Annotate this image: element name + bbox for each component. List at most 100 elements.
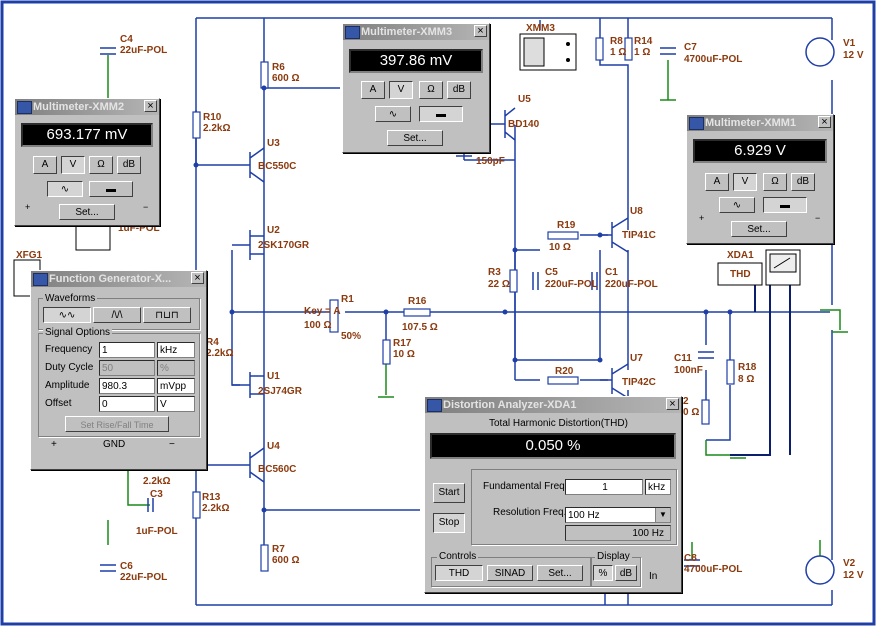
xmm3-titlebar[interactable]: Multimeter-XMM3× <box>343 24 489 40</box>
xmm2-ohm-button[interactable]: Ω <box>89 156 113 174</box>
xda-set-button[interactable]: Set... <box>537 565 583 581</box>
frequency-unit-select[interactable]: kHz <box>157 342 195 358</box>
label-c2-value: 1uF-POL <box>118 223 160 234</box>
xmm1-display: 6.929 V <box>693 139 827 163</box>
sinad-mode-button[interactable]: SINAD <box>487 565 533 581</box>
ac-wave-icon: ∿ <box>732 200 742 211</box>
display-label: Display <box>595 551 632 562</box>
amplitude-input[interactable]: 980.3 <box>99 378 155 394</box>
xmm1-voltmeter-button[interactable]: V <box>733 173 757 191</box>
fgen-plus-terminal: + <box>51 439 57 450</box>
label-c6-value: 22uF-POL <box>120 572 167 583</box>
duty-cycle-input[interactable]: 50 <box>99 360 155 376</box>
xmm2-set-button[interactable]: Set... <box>59 204 115 220</box>
xmm3-ohm-button[interactable]: Ω <box>419 81 443 99</box>
label-r6: R6 <box>272 62 285 73</box>
label-c6: C6 <box>120 561 133 572</box>
xda-titlebar[interactable]: Distortion Analyzer-XDA1× <box>425 397 681 413</box>
xmm1-ammeter-button[interactable]: A <box>705 173 729 191</box>
chevron-down-icon[interactable]: ▼ <box>655 508 670 522</box>
waveforms-group <box>38 298 200 330</box>
label-u4: U4 <box>267 441 280 452</box>
close-button[interactable]: × <box>144 100 157 112</box>
label-v2: V2 <box>843 558 856 569</box>
close-button[interactable]: × <box>666 398 679 410</box>
fundamental-freq-unit[interactable]: kHz <box>645 479 671 495</box>
xmm1-titlebar[interactable]: Multimeter-XMM1× <box>687 115 833 131</box>
xmm3-ammeter-button[interactable]: A <box>361 81 385 99</box>
thd-mode-button[interactable]: THD <box>435 565 483 581</box>
window-icon <box>17 101 32 114</box>
label-v2-value: 12 V <box>843 570 864 581</box>
xmm3-dc-button[interactable]: ▬ <box>419 106 463 122</box>
label-thd: THD <box>730 269 751 280</box>
label-r7: R7 <box>272 544 285 555</box>
resolution-freq-select[interactable]: 100 Hz▼ <box>565 507 671 523</box>
xmm2-voltmeter-button[interactable]: V <box>61 156 85 174</box>
label-r18: R18 <box>738 362 757 373</box>
controls-label: Controls <box>437 551 479 562</box>
xmm1-dc-button[interactable]: ▬ <box>763 197 807 213</box>
xmm3-ac-button[interactable]: ∿ <box>375 106 411 122</box>
frequency-input[interactable]: 1 <box>99 342 155 358</box>
dc-line-icon: ▬ <box>106 184 116 195</box>
function-generator-window[interactable]: Function Generator-X...× Waveforms ∿∿ /\… <box>30 270 207 470</box>
close-button[interactable]: × <box>474 25 487 37</box>
offset-input[interactable]: 0 <box>99 396 155 412</box>
amplitude-unit-select[interactable]: mVpp <box>157 378 195 394</box>
label-r12-value: 2.2kΩ <box>143 476 170 487</box>
label-r8-value: 1 Ω <box>610 47 626 58</box>
ac-wave-icon: ∿ <box>388 109 398 120</box>
fundamental-freq-input[interactable]: 1 <box>565 479 643 495</box>
xmm3-db-button[interactable]: dB <box>447 81 471 99</box>
percent-display-button[interactable]: % <box>593 565 613 581</box>
signal-options-label: Signal Options <box>43 327 113 338</box>
xmm1-db-button[interactable]: dB <box>791 173 815 191</box>
triangle-wave-icon: /\/\ <box>111 310 123 321</box>
fgen-titlebar[interactable]: Function Generator-X...× <box>31 271 206 287</box>
label-c4-value: 22uF-POL <box>120 45 167 56</box>
sine-wave-button[interactable]: ∿∿ <box>43 307 91 323</box>
set-rise-fall-button[interactable]: Set Rise/Fall Time <box>65 416 169 432</box>
square-wave-button[interactable]: ⊓⊔⊓ <box>143 307 191 323</box>
xmm2-ac-button[interactable]: ∿ <box>47 181 83 197</box>
label-r10-value: 2.2kΩ <box>203 123 230 134</box>
close-button[interactable]: × <box>191 272 204 284</box>
controls-group <box>431 557 591 587</box>
distortion-analyzer-window[interactable]: Distortion Analyzer-XDA1× Total Harmonic… <box>424 396 682 593</box>
offset-unit-select[interactable]: V <box>157 396 195 412</box>
signal-options-group <box>38 333 200 437</box>
multimeter-xmm2-window[interactable]: Multimeter-XMM2× 693.177 mV A V Ω dB ∿ ▬… <box>14 98 160 226</box>
triangle-wave-button[interactable]: /\/\ <box>93 307 141 323</box>
db-display-button[interactable]: dB <box>615 565 637 581</box>
label-r2-value: 0 Ω <box>683 407 699 418</box>
xmm2-db-button[interactable]: dB <box>117 156 141 174</box>
xmm1-minus-terminal: − <box>815 213 821 223</box>
multimeter-xmm3-window[interactable]: Multimeter-XMM3× 397.86 mV A V Ω dB ∿ ▬ … <box>342 23 490 153</box>
xmm3-set-button[interactable]: Set... <box>387 130 443 146</box>
thd-heading: Total Harmonic Distortion(THD) <box>489 418 628 429</box>
label-xda1: XDA1 <box>727 250 754 261</box>
xmm3-voltmeter-button[interactable]: V <box>389 81 413 99</box>
label-xfg1: XFG1 <box>16 250 43 261</box>
xmm2-ammeter-button[interactable]: A <box>33 156 57 174</box>
waveforms-label: Waveforms <box>43 293 98 304</box>
xmm2-titlebar[interactable]: Multimeter-XMM2× <box>15 99 159 115</box>
label-r7-value: 600 Ω <box>272 555 299 566</box>
label-u8-value: TIP41C <box>622 230 656 241</box>
label-c11: C11 <box>674 353 692 364</box>
xmm2-dc-button[interactable]: ▬ <box>89 181 133 197</box>
wires-probe <box>730 285 791 456</box>
ac-wave-icon: ∿ <box>60 184 70 195</box>
resolution-freq-label: Resolution Freq. <box>493 507 567 518</box>
start-button[interactable]: Start <box>433 483 465 503</box>
xmm1-set-button[interactable]: Set... <box>731 221 787 237</box>
label-u2-value: 2SK170GR <box>258 240 310 251</box>
xmm1-ac-button[interactable]: ∿ <box>719 197 755 213</box>
label-c11-value: 100nF <box>674 365 703 376</box>
multimeter-xmm1-window[interactable]: Multimeter-XMM1× 6.929 V A V Ω dB ∿ ▬ Se… <box>686 114 834 244</box>
close-button[interactable]: × <box>818 116 831 128</box>
stop-button[interactable]: Stop <box>433 513 465 533</box>
xmm1-ohm-button[interactable]: Ω <box>763 173 787 191</box>
label-u3: U3 <box>267 138 280 149</box>
